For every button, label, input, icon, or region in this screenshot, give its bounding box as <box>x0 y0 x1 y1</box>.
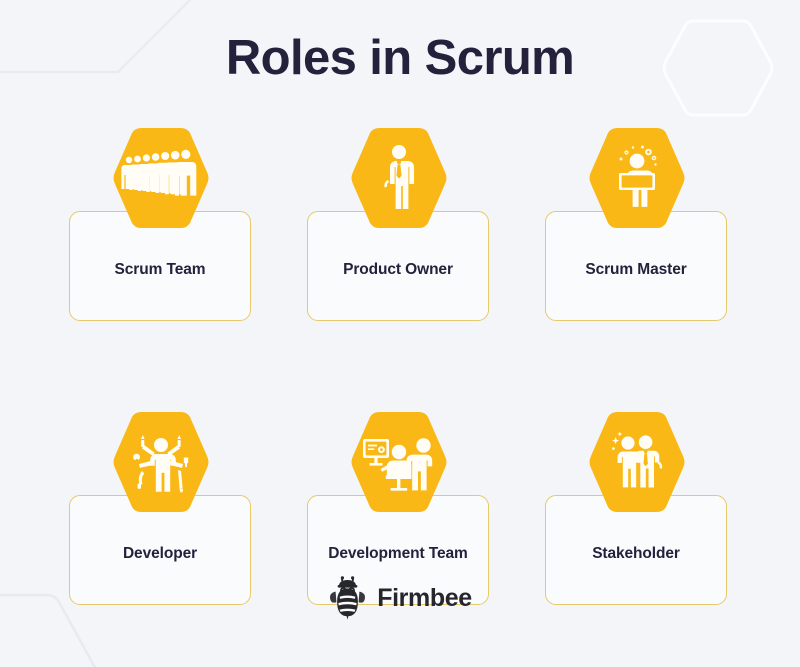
card-body: Product Owner <box>307 211 489 321</box>
roles-row-1: Scrum Team <box>68 126 734 356</box>
card-label: Product Owner <box>343 261 453 278</box>
role-card-scrum-team[interactable]: Scrum Team <box>68 126 254 356</box>
card-body: Scrum Team <box>69 211 251 321</box>
role-card-development-team[interactable]: Development Team <box>306 410 492 640</box>
hexagon-badge <box>589 410 685 514</box>
hexagon-badge <box>351 126 447 230</box>
role-card-product-owner[interactable]: Product Owner <box>306 126 492 356</box>
roles-row-2: Developer <box>68 410 734 640</box>
card-body: Development Team <box>307 495 489 605</box>
page-title: Roles in Scrum <box>225 31 575 85</box>
bee-mascot-icon <box>328 576 368 620</box>
card-label: Scrum Master <box>585 261 687 278</box>
card-body: Stakeholder <box>545 495 727 605</box>
brand-footer: Firmbee <box>0 576 800 620</box>
hexagon-badge <box>113 410 209 514</box>
hexagon-badge <box>351 410 447 514</box>
two-people-standing-icon <box>589 410 685 514</box>
group-of-people-icon <box>113 126 209 230</box>
card-label: Stakeholder <box>592 545 680 562</box>
card-label: Developer <box>122 545 198 562</box>
role-card-developer[interactable]: Developer <box>68 410 254 640</box>
role-card-stakeholder[interactable]: Stakeholder <box>544 410 730 640</box>
card-body: Scrum Master <box>545 211 727 321</box>
multitasking-person-with-tools-icon <box>113 410 209 514</box>
card-label: Scrum Team <box>114 261 206 278</box>
hexagon-badge <box>113 126 209 230</box>
card-label: Development Team <box>328 545 468 562</box>
hexagon-badge <box>589 126 685 230</box>
person-holding-board-with-gears-icon <box>589 126 685 230</box>
businessperson-with-tie-icon <box>351 126 447 230</box>
person-at-computer-with-colleague-icon <box>351 410 447 514</box>
role-card-scrum-master[interactable]: Scrum Master <box>544 126 730 356</box>
brand-name: Firmbee <box>377 583 472 612</box>
roles-grid: Scrum Team <box>68 126 734 640</box>
